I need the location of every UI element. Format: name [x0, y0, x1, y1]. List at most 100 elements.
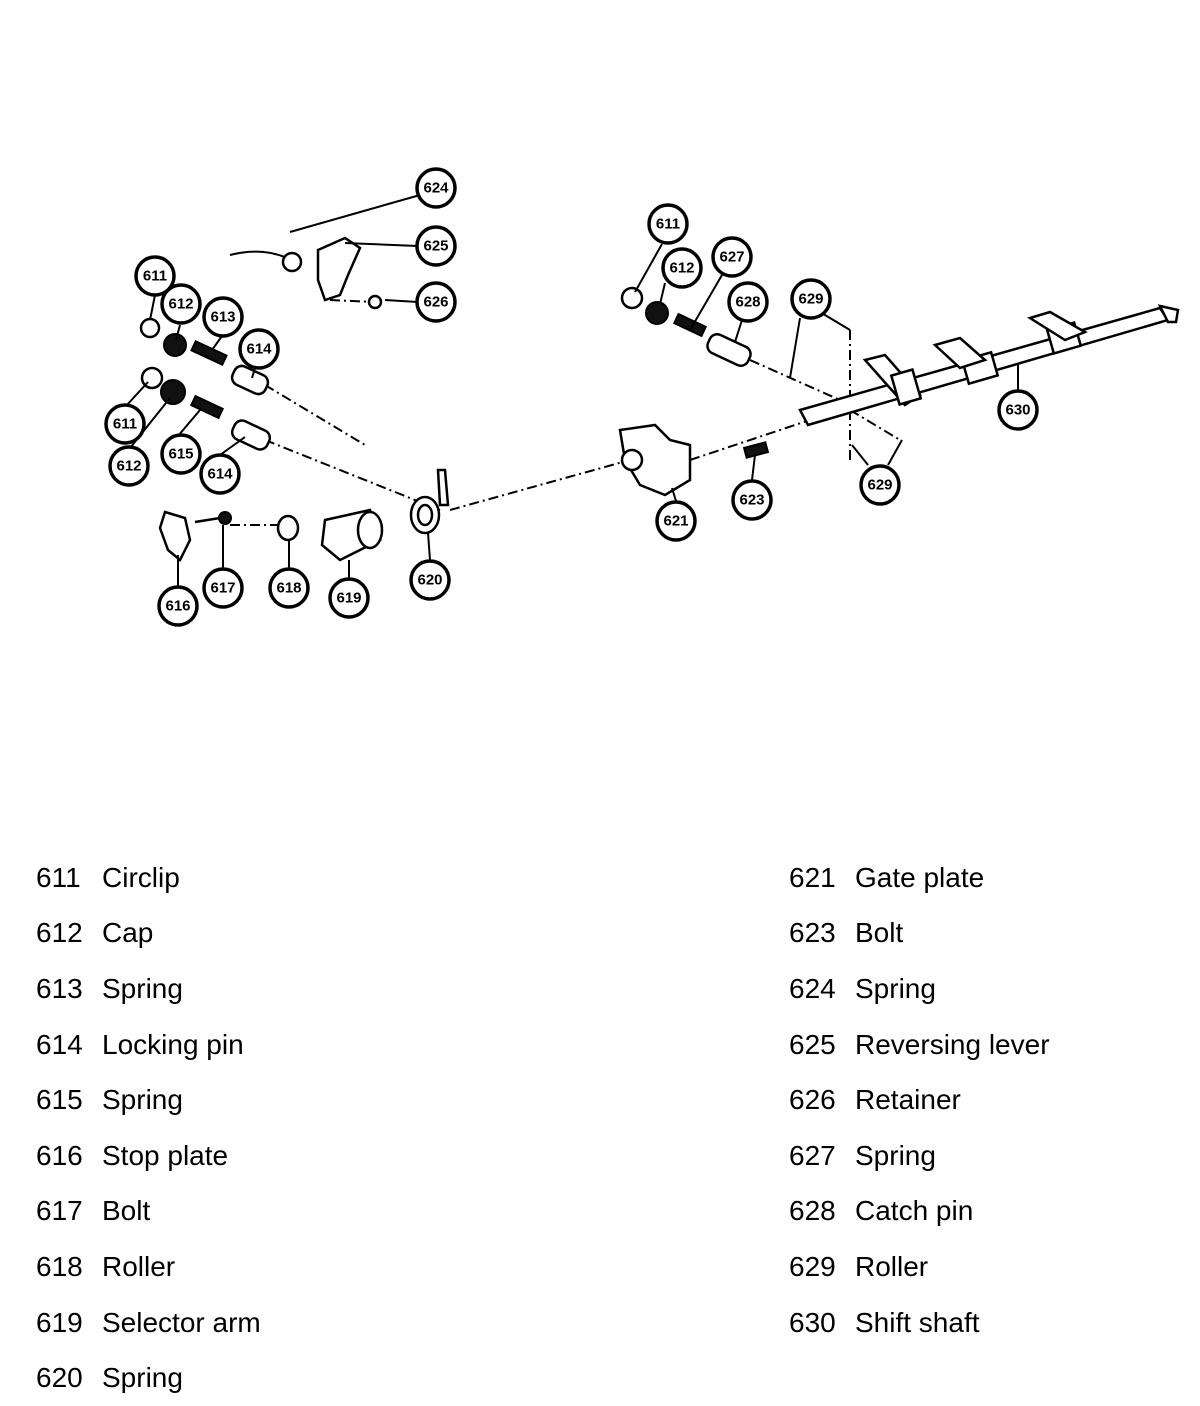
part-name: Locking pin	[102, 1028, 244, 1060]
svg-text:614: 614	[246, 341, 272, 358]
part-number: 627	[789, 1139, 836, 1171]
callout-627: 627	[711, 236, 753, 278]
legend-item-612: 612 Cap	[36, 906, 456, 962]
svg-text:617: 617	[210, 580, 235, 597]
callout-629-upper: 629	[790, 278, 832, 320]
legend-item-623: 623 Bolt	[789, 906, 1200, 962]
callout-618: 618	[268, 567, 310, 609]
legend-item-617: 617 Bolt	[36, 1184, 456, 1240]
svg-text:614: 614	[207, 466, 233, 483]
part-name: Reversing lever	[855, 1028, 1050, 1060]
callout-625: 625	[415, 225, 457, 267]
part-number: 623	[789, 917, 836, 949]
part-number: 630	[789, 1306, 836, 1338]
part-name: Spring	[102, 972, 183, 1004]
callout-620: 620	[409, 559, 451, 601]
svg-text:612: 612	[168, 296, 193, 313]
part-number: 624	[789, 972, 836, 1004]
part-name: Selector arm	[102, 1306, 261, 1338]
svg-text:616: 616	[165, 598, 190, 615]
svg-text:630: 630	[1005, 402, 1030, 419]
legend-item-619: 619 Selector arm	[36, 1295, 456, 1351]
part-name: Roller	[855, 1250, 929, 1282]
part-name: Bolt	[855, 917, 904, 949]
part-name: Spring	[102, 1362, 183, 1394]
part-number: 614	[36, 1028, 83, 1060]
part-number: 626	[789, 1084, 836, 1116]
part-number: 628	[789, 1195, 836, 1227]
part-number: 611	[36, 861, 81, 893]
callout-630: 630	[997, 389, 1039, 431]
legend-item-613: 613 Spring	[36, 961, 456, 1017]
svg-text:627: 627	[719, 249, 744, 266]
part-number: 619	[36, 1306, 83, 1338]
callout-611-left-upper: 611	[134, 255, 176, 297]
callout-623: 623	[731, 479, 773, 521]
part-name: Retainer	[855, 1084, 961, 1116]
svg-text:615: 615	[168, 446, 193, 463]
callout-614-lower: 614	[199, 453, 241, 495]
part-number: 621	[789, 861, 836, 893]
callout-611-right: 611	[647, 203, 689, 245]
legend-item-614: 614 Locking pin	[36, 1017, 456, 1073]
svg-text:611: 611	[143, 268, 167, 285]
svg-text:625: 625	[423, 238, 448, 255]
svg-text:613: 613	[210, 309, 235, 326]
callout-612-left-lower: 612	[108, 445, 150, 487]
legend-item-615: 615 Spring	[36, 1072, 456, 1128]
callout-617: 617	[202, 567, 244, 609]
exploded-parts-diagram: 624 625 626 611 612 613 614 611 612 615 …	[104, 167, 1180, 627]
part-number: 615	[36, 1084, 83, 1116]
svg-text:618: 618	[276, 580, 301, 597]
callout-612-left-upper: 612	[160, 283, 202, 325]
part-number: 613	[36, 972, 83, 1004]
part-name: Bolt	[102, 1195, 151, 1227]
part-name: Spring	[102, 1084, 183, 1116]
callout-611-left-lower: 611	[104, 403, 146, 445]
callout-614-upper: 614	[238, 328, 280, 370]
svg-text:629: 629	[867, 477, 892, 494]
legend-item-611: 611 Circlip	[36, 850, 456, 906]
part-name: Spring	[855, 1139, 936, 1171]
legend-item-630: 630 Shift shaft	[789, 1295, 1200, 1351]
svg-text:628: 628	[735, 294, 760, 311]
legend-item-621: 621 Gate plate	[789, 850, 1200, 906]
legend-item-628: 628 Catch pin	[789, 1184, 1200, 1240]
part-number: 612	[36, 917, 83, 949]
part-name: Shift shaft	[855, 1306, 980, 1338]
callout-628: 628	[727, 281, 769, 323]
svg-text:612: 612	[116, 458, 141, 475]
part-name: Roller	[102, 1250, 176, 1282]
callout-626: 626	[415, 281, 457, 323]
legend-item-624: 624 Spring	[789, 961, 1200, 1017]
svg-text:621: 621	[663, 513, 688, 530]
part-name: Catch pin	[855, 1195, 974, 1227]
part-name: Cap	[102, 917, 154, 949]
part-number: 625	[789, 1028, 836, 1060]
svg-text:626: 626	[423, 294, 448, 311]
svg-text:611: 611	[656, 216, 680, 233]
legend-item-627: 627 Spring	[789, 1128, 1200, 1184]
part-number: 617	[36, 1195, 83, 1227]
callout-621: 621	[655, 500, 697, 542]
callout-613: 613	[202, 296, 244, 338]
svg-text:623: 623	[739, 492, 764, 509]
svg-text:624: 624	[423, 180, 449, 197]
part-name: Circlip	[102, 861, 180, 893]
legend-item-625: 625 Reversing lever	[789, 1017, 1200, 1073]
callout-616: 616	[157, 585, 199, 627]
legend-item-626: 626 Retainer	[789, 1072, 1200, 1128]
callout-629-lower: 629	[859, 464, 901, 506]
svg-text:629: 629	[798, 291, 823, 308]
part-name: Stop plate	[102, 1139, 229, 1171]
part-name: Gate plate	[855, 861, 985, 893]
callout-619: 619	[328, 577, 370, 619]
callout-624: 624	[415, 167, 457, 209]
part-name: Spring	[855, 972, 936, 1004]
svg-text:612: 612	[669, 260, 694, 277]
